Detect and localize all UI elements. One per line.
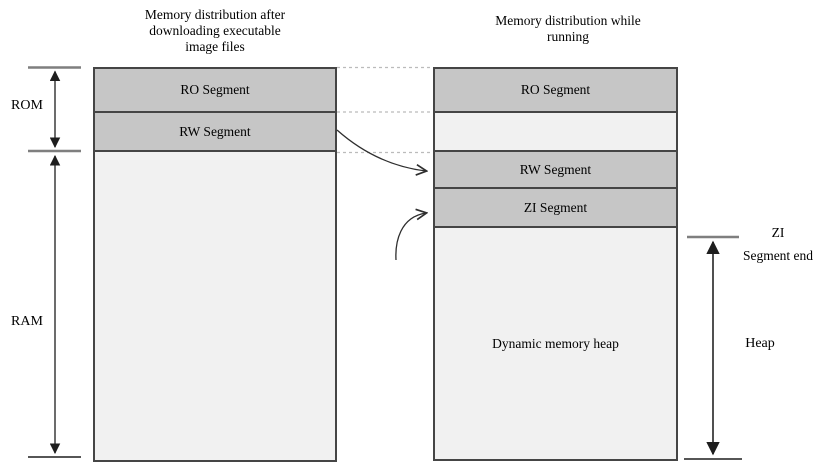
left-title-line-1: Memory distribution after — [144, 7, 286, 22]
zi-segment-end-label: ZI Segment end — [728, 221, 828, 267]
segment-heap-running: Dynamic memory heap — [435, 228, 676, 459]
left-title-line-2: downloading executable — [149, 23, 281, 38]
segment-rw-running: RW Segment — [435, 152, 676, 189]
segment-rw-running-label: RW Segment — [519, 161, 592, 177]
segment-ro-running-label: RO Segment — [520, 82, 591, 97]
segment-rw-download: RW Segment — [95, 113, 335, 152]
rom-label: ROM — [11, 98, 43, 113]
segment-ro-download: RO Segment — [95, 69, 335, 113]
segment-ro-running: RO Segment — [435, 69, 676, 113]
zi-create-arrow — [395, 213, 426, 261]
left-title-line-3: image files — [185, 39, 245, 54]
segment-zi-running-label: ZI Segment — [523, 199, 588, 215]
segment-zi-running: ZI Segment — [435, 189, 676, 228]
rw-copy-arrow — [336, 129, 426, 171]
segment-ro-download-label: RO Segment — [180, 82, 250, 97]
heap-label: Heap — [745, 336, 775, 351]
segment-rw-download-label: RW Segment — [179, 123, 251, 139]
right-title-line-1: Memory distribution while — [495, 13, 641, 28]
ram-label: RAM — [11, 314, 43, 329]
segment-gap-running — [435, 113, 676, 152]
left-column-title: Memory distribution after downloading ex… — [105, 7, 325, 55]
memory-column-download: RO Segment RW Segment — [93, 67, 337, 462]
segment-empty-ram-download — [95, 152, 335, 460]
memory-column-running: RO Segment RW Segment ZI Segment Dynamic… — [433, 67, 678, 461]
dashed-alignment-lines — [337, 66, 433, 154]
right-column-title: Memory distribution while running — [458, 13, 678, 45]
segment-heap-label: Dynamic memory heap — [492, 335, 619, 351]
zi-end-line-1: ZI — [771, 225, 785, 240]
zi-end-line-2: Segment end — [742, 248, 814, 263]
right-title-line-2: running — [547, 29, 589, 44]
